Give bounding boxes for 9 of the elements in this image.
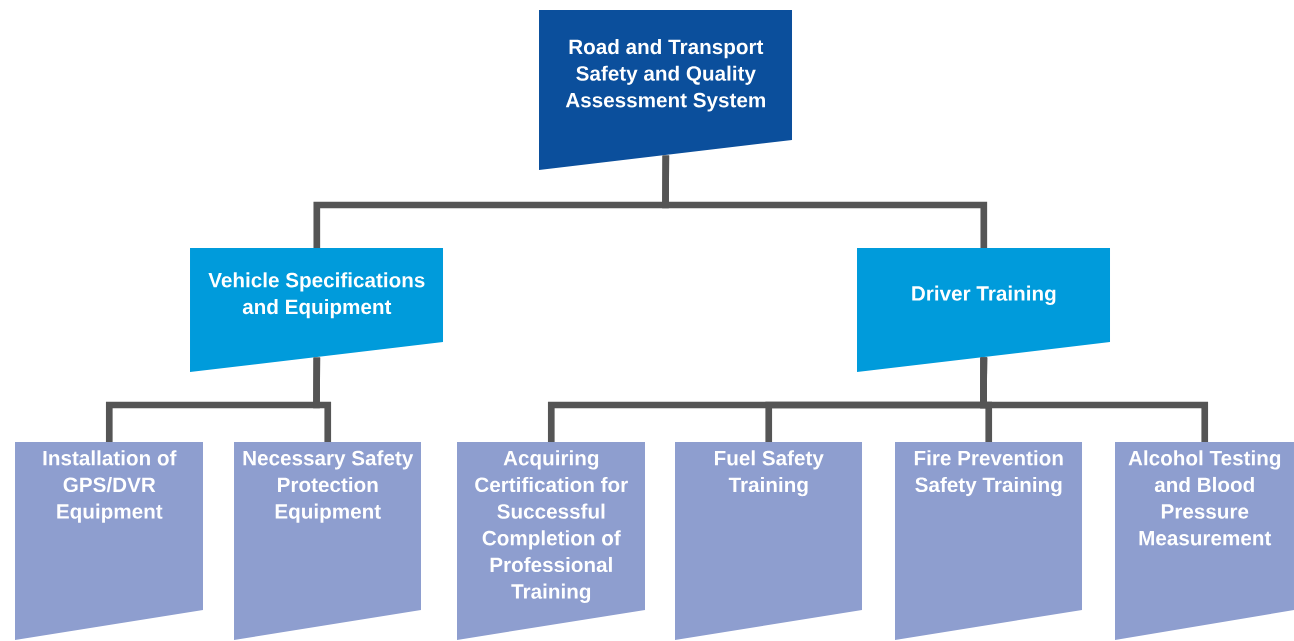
item-box: Alcohol Testing and Blood Pressure Measurement (1115, 442, 1294, 640)
item-box: Fire Prevention Safety Training (895, 442, 1082, 640)
item-box: Fuel Safety Training (675, 442, 862, 640)
item-box: Installation of GPS/DVR Equipment (15, 442, 203, 640)
category-box: Vehicle Specifications and Equipment (190, 248, 443, 372)
category-box: Driver Training (857, 248, 1110, 372)
title-box: Road and Transport Safety and Quality Assessment System (539, 10, 792, 170)
item-box: Necessary Safety Protection Equipment (234, 442, 421, 640)
item-box: Acquiring Certification for Successful Completion of Professional Training (457, 442, 645, 640)
